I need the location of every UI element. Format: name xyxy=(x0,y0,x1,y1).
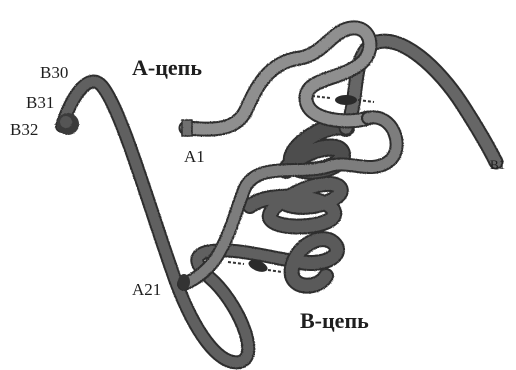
label-b32: B32 xyxy=(10,121,38,138)
label-a1: A1 xyxy=(184,148,205,165)
b-chain-ribbon xyxy=(57,41,496,362)
label-a21: A21 xyxy=(132,281,161,298)
label-a-chain: А-цепь xyxy=(132,57,202,79)
residue-marker-1: 9 xyxy=(288,111,294,122)
label-b30: B30 xyxy=(40,64,68,81)
label-b-chain: В-цепь xyxy=(300,310,369,332)
label-b31: B31 xyxy=(26,94,54,111)
residue-marker-2: 9 xyxy=(284,178,290,189)
label-b1: B1 xyxy=(490,158,505,171)
